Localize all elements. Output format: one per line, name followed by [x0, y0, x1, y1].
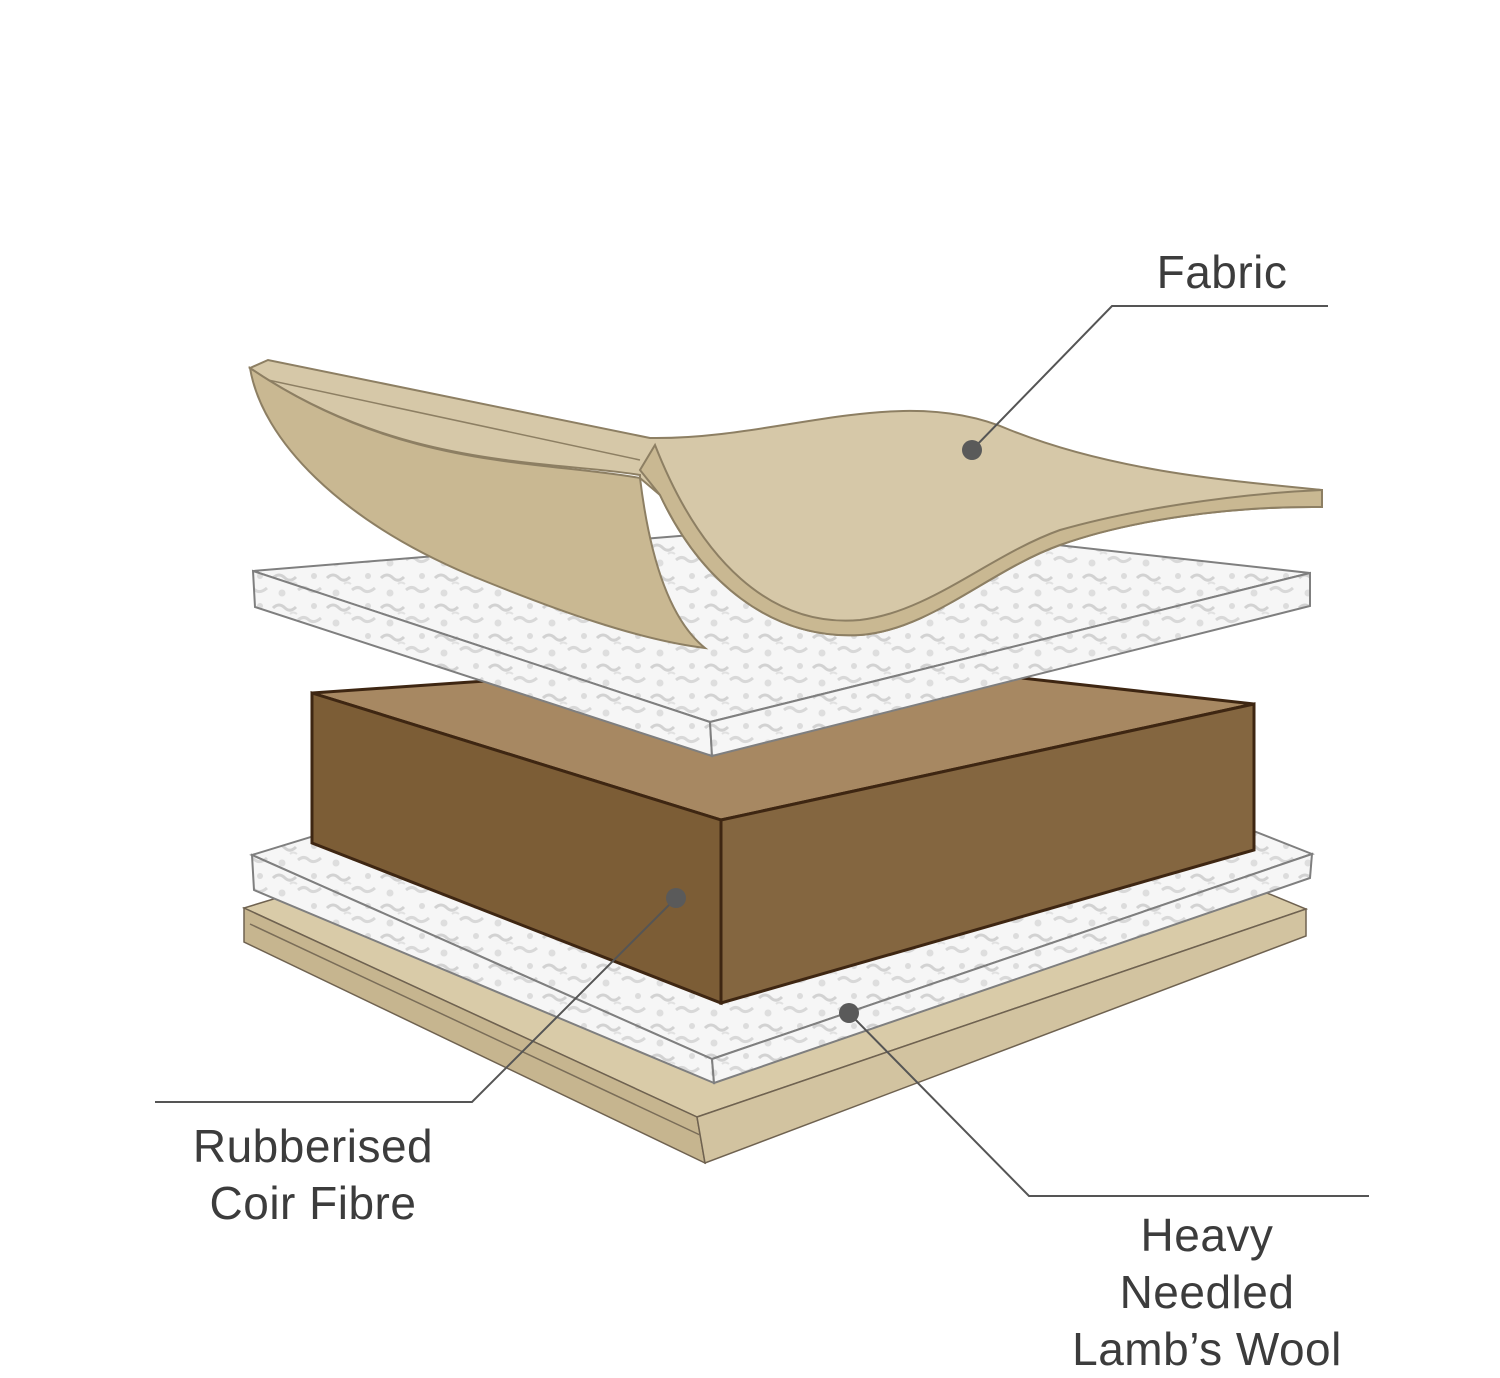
fabric-label-text: Fabric [1156, 246, 1288, 298]
wool-pointer-dot [839, 1003, 859, 1023]
leader-wool [839, 1003, 1369, 1197]
wool-label-line-1: Heavy [1140, 1209, 1274, 1261]
coir-fibre-label: Rubberised Coir Fibre [153, 1118, 473, 1232]
wool-label-line-2: Needled [1119, 1266, 1295, 1318]
coir-block-front-face [719, 702, 1256, 1005]
leader-coir [155, 888, 686, 1103]
coir-pointer-dot [666, 888, 686, 908]
fabric-sheet [247, 358, 1323, 650]
wool-label-line-3: Lamb’s Wool [1072, 1323, 1342, 1375]
fabric-sheet-left-fold [248, 365, 709, 650]
lambs-wool-label: Heavy Needled Lamb’s Wool [1047, 1207, 1367, 1378]
leader-fabric [962, 305, 1328, 460]
base-layer-front-face [696, 907, 1307, 1165]
coir-label-line-2: Coir Fibre [209, 1177, 417, 1229]
fabric-pointer-dot [962, 440, 982, 460]
coir-label-line-1: Rubberised [192, 1120, 434, 1172]
fabric-label: Fabric [1157, 244, 1288, 301]
top-wool-front-face [708, 571, 1311, 758]
fabric-sheet-curl-edge [638, 442, 1323, 637]
